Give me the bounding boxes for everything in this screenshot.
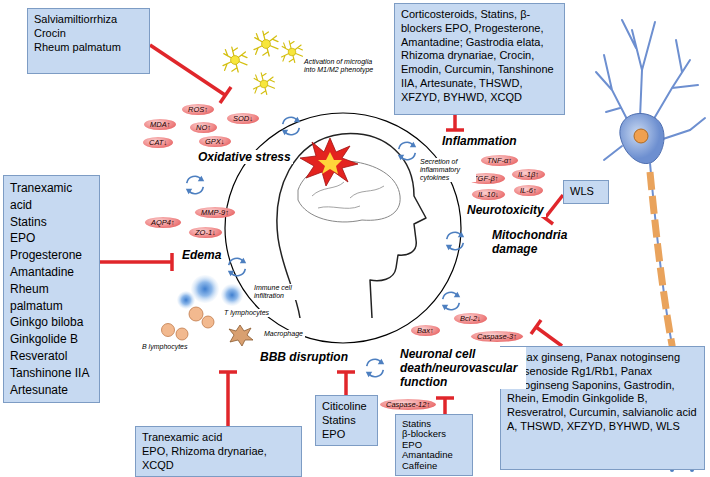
marker-ellipse: Bcl-2↓ bbox=[454, 313, 487, 324]
marker-ellipse: Caspase-12↑ bbox=[380, 399, 436, 410]
text-line: Resveratol bbox=[10, 348, 93, 365]
marker-text: ROS↑ bbox=[188, 105, 208, 114]
text-line: Amantadine bbox=[10, 264, 93, 281]
drug-box: Statinsβ-blockersEPOAmantadineCaffeine bbox=[395, 414, 473, 476]
marker-text: IL-10↓ bbox=[478, 190, 499, 199]
text-line: Ginkgolide B bbox=[10, 331, 93, 348]
drug-box: WLS bbox=[563, 180, 609, 204]
text-line: EPO bbox=[10, 230, 93, 247]
box-text: CiticolineStatinsEPO bbox=[322, 400, 371, 441]
marker-text: Caspase-3↑ bbox=[477, 332, 517, 341]
drug-box: Tranexamic acidStatinsEPOProgesteroneAma… bbox=[3, 175, 100, 403]
marker-ellipse: IL-6↑ bbox=[514, 185, 543, 196]
process-label: Neurotoxicity bbox=[465, 203, 546, 217]
annotation-label: B lymphocytes bbox=[140, 343, 190, 351]
marker-text: SOD↓ bbox=[233, 114, 253, 123]
text-line: Statins bbox=[10, 214, 93, 231]
text-line: Rheum palmatum bbox=[10, 281, 93, 315]
marker-ellipse: TNF-α↑ bbox=[481, 155, 518, 166]
text-line: Rheum palmatum bbox=[34, 41, 143, 55]
annotation-label: Secretion of inflammatory cytokines bbox=[418, 158, 476, 182]
marker-text: GPX↓ bbox=[205, 137, 225, 146]
marker-ellipse: NO↑ bbox=[190, 122, 217, 133]
text-line: Ginkgo biloba bbox=[10, 314, 93, 331]
text-line: Caffeine bbox=[402, 461, 466, 471]
marker-ellipse: CAT↓ bbox=[143, 137, 173, 148]
marker-ellipse: GPX↓ bbox=[199, 136, 231, 147]
box-text: Panax ginseng, Panax notoginseng Ginseno… bbox=[507, 351, 698, 434]
drug-box: SalviamiltiorrhizaCrocinRheum palmatum bbox=[27, 8, 150, 74]
drug-box: Corticosteroids, Statins, β-blockers EPO… bbox=[394, 3, 565, 115]
marker-text: Bcl-2↓ bbox=[460, 314, 481, 323]
marker-text: MMP-9↑ bbox=[201, 208, 229, 217]
text-line: Crocin bbox=[34, 27, 143, 41]
marker-text: Bax↑ bbox=[417, 326, 434, 335]
process-label: Edema bbox=[180, 248, 223, 262]
box-text: SalviamiltiorrhizaCrocinRheum palmatum bbox=[34, 13, 143, 54]
text-line: Tranexamic acid bbox=[142, 431, 295, 445]
box-text: Tranexamic acidEPO, Rhizoma drynariae, X… bbox=[142, 431, 295, 472]
marker-text: NO↑ bbox=[196, 123, 211, 132]
process-label: Mitochondria damage bbox=[490, 228, 582, 256]
text-line: EPO bbox=[402, 440, 466, 450]
annotation-label: Immune cell infiltration bbox=[252, 284, 316, 300]
text-line: Statins bbox=[322, 414, 371, 428]
text-line: Salviamiltiorrhiza bbox=[34, 13, 143, 27]
annotation-label: T lymphocytes bbox=[222, 309, 271, 317]
marker-ellipse: Bax↑ bbox=[411, 325, 440, 336]
annotation-label: Activation of microglia into M1/M2 pheno… bbox=[302, 58, 378, 74]
marker-text: CAT↓ bbox=[149, 138, 167, 147]
drug-box: Tranexamic acidEPO, Rhizoma drynariae, X… bbox=[135, 426, 302, 477]
box-text: Tranexamic acidStatinsEPOProgesteroneAma… bbox=[10, 180, 93, 398]
marker-ellipse: ROS↑ bbox=[182, 104, 214, 115]
marker-ellipse: IL-10↓ bbox=[472, 189, 505, 200]
marker-ellipse: MDA↑ bbox=[144, 119, 176, 130]
marker-ellipse: Caspase-3↑ bbox=[471, 331, 523, 342]
marker-text: ZO-1↓ bbox=[195, 228, 216, 237]
marker-ellipse: ZO-1↓ bbox=[189, 227, 222, 238]
marker-text: MDA↑ bbox=[150, 120, 170, 129]
process-label: Neuronal cell death/neurovascular functi… bbox=[398, 347, 526, 389]
text-line: Artesunate bbox=[10, 382, 93, 399]
box-text: Statinsβ-blockersEPOAmantadineCaffeine bbox=[402, 419, 466, 471]
text-line: EPO, Rhizoma drynariae, XCQD bbox=[142, 445, 295, 473]
annotation-label: Macrophage bbox=[262, 330, 305, 338]
marker-ellipse: SOD↓ bbox=[227, 113, 259, 124]
text-line: β-blockers bbox=[402, 429, 466, 439]
marker-text: TGF-β↑ bbox=[473, 174, 499, 183]
text-line: Tranexamic acid bbox=[10, 180, 93, 214]
text-line: EPO bbox=[322, 428, 371, 442]
drug-box: Panax ginseng, Panax notoginseng Ginseno… bbox=[500, 346, 705, 470]
marker-text: Caspase-12↑ bbox=[386, 400, 430, 409]
box-text: Corticosteroids, Statins, β-blockers EPO… bbox=[401, 8, 558, 104]
text-line: Statins bbox=[402, 419, 466, 429]
text-line: Progesterone bbox=[10, 247, 93, 264]
marker-ellipse: IL-1β↑ bbox=[512, 169, 545, 180]
text-line: Amantadine bbox=[402, 450, 466, 460]
marker-ellipse: MMP-9↑ bbox=[195, 207, 235, 218]
marker-text: TNF-α↑ bbox=[487, 156, 512, 165]
marker-text: IL-6↑ bbox=[520, 186, 537, 195]
drug-box: CiticolineStatinsEPO bbox=[315, 395, 378, 446]
marker-text: AQP4↑ bbox=[151, 218, 175, 227]
marker-ellipse: AQP4↑ bbox=[145, 217, 181, 228]
process-label: Oxidative stress bbox=[196, 150, 293, 164]
text-line: Citicoline bbox=[322, 400, 371, 414]
process-label: BBB disruption bbox=[258, 350, 350, 364]
marker-text: IL-1β↑ bbox=[518, 170, 539, 179]
process-label: Inflammation bbox=[440, 134, 519, 148]
text-line: Tanshinone IIA bbox=[10, 365, 93, 382]
box-text: WLS bbox=[570, 185, 602, 199]
